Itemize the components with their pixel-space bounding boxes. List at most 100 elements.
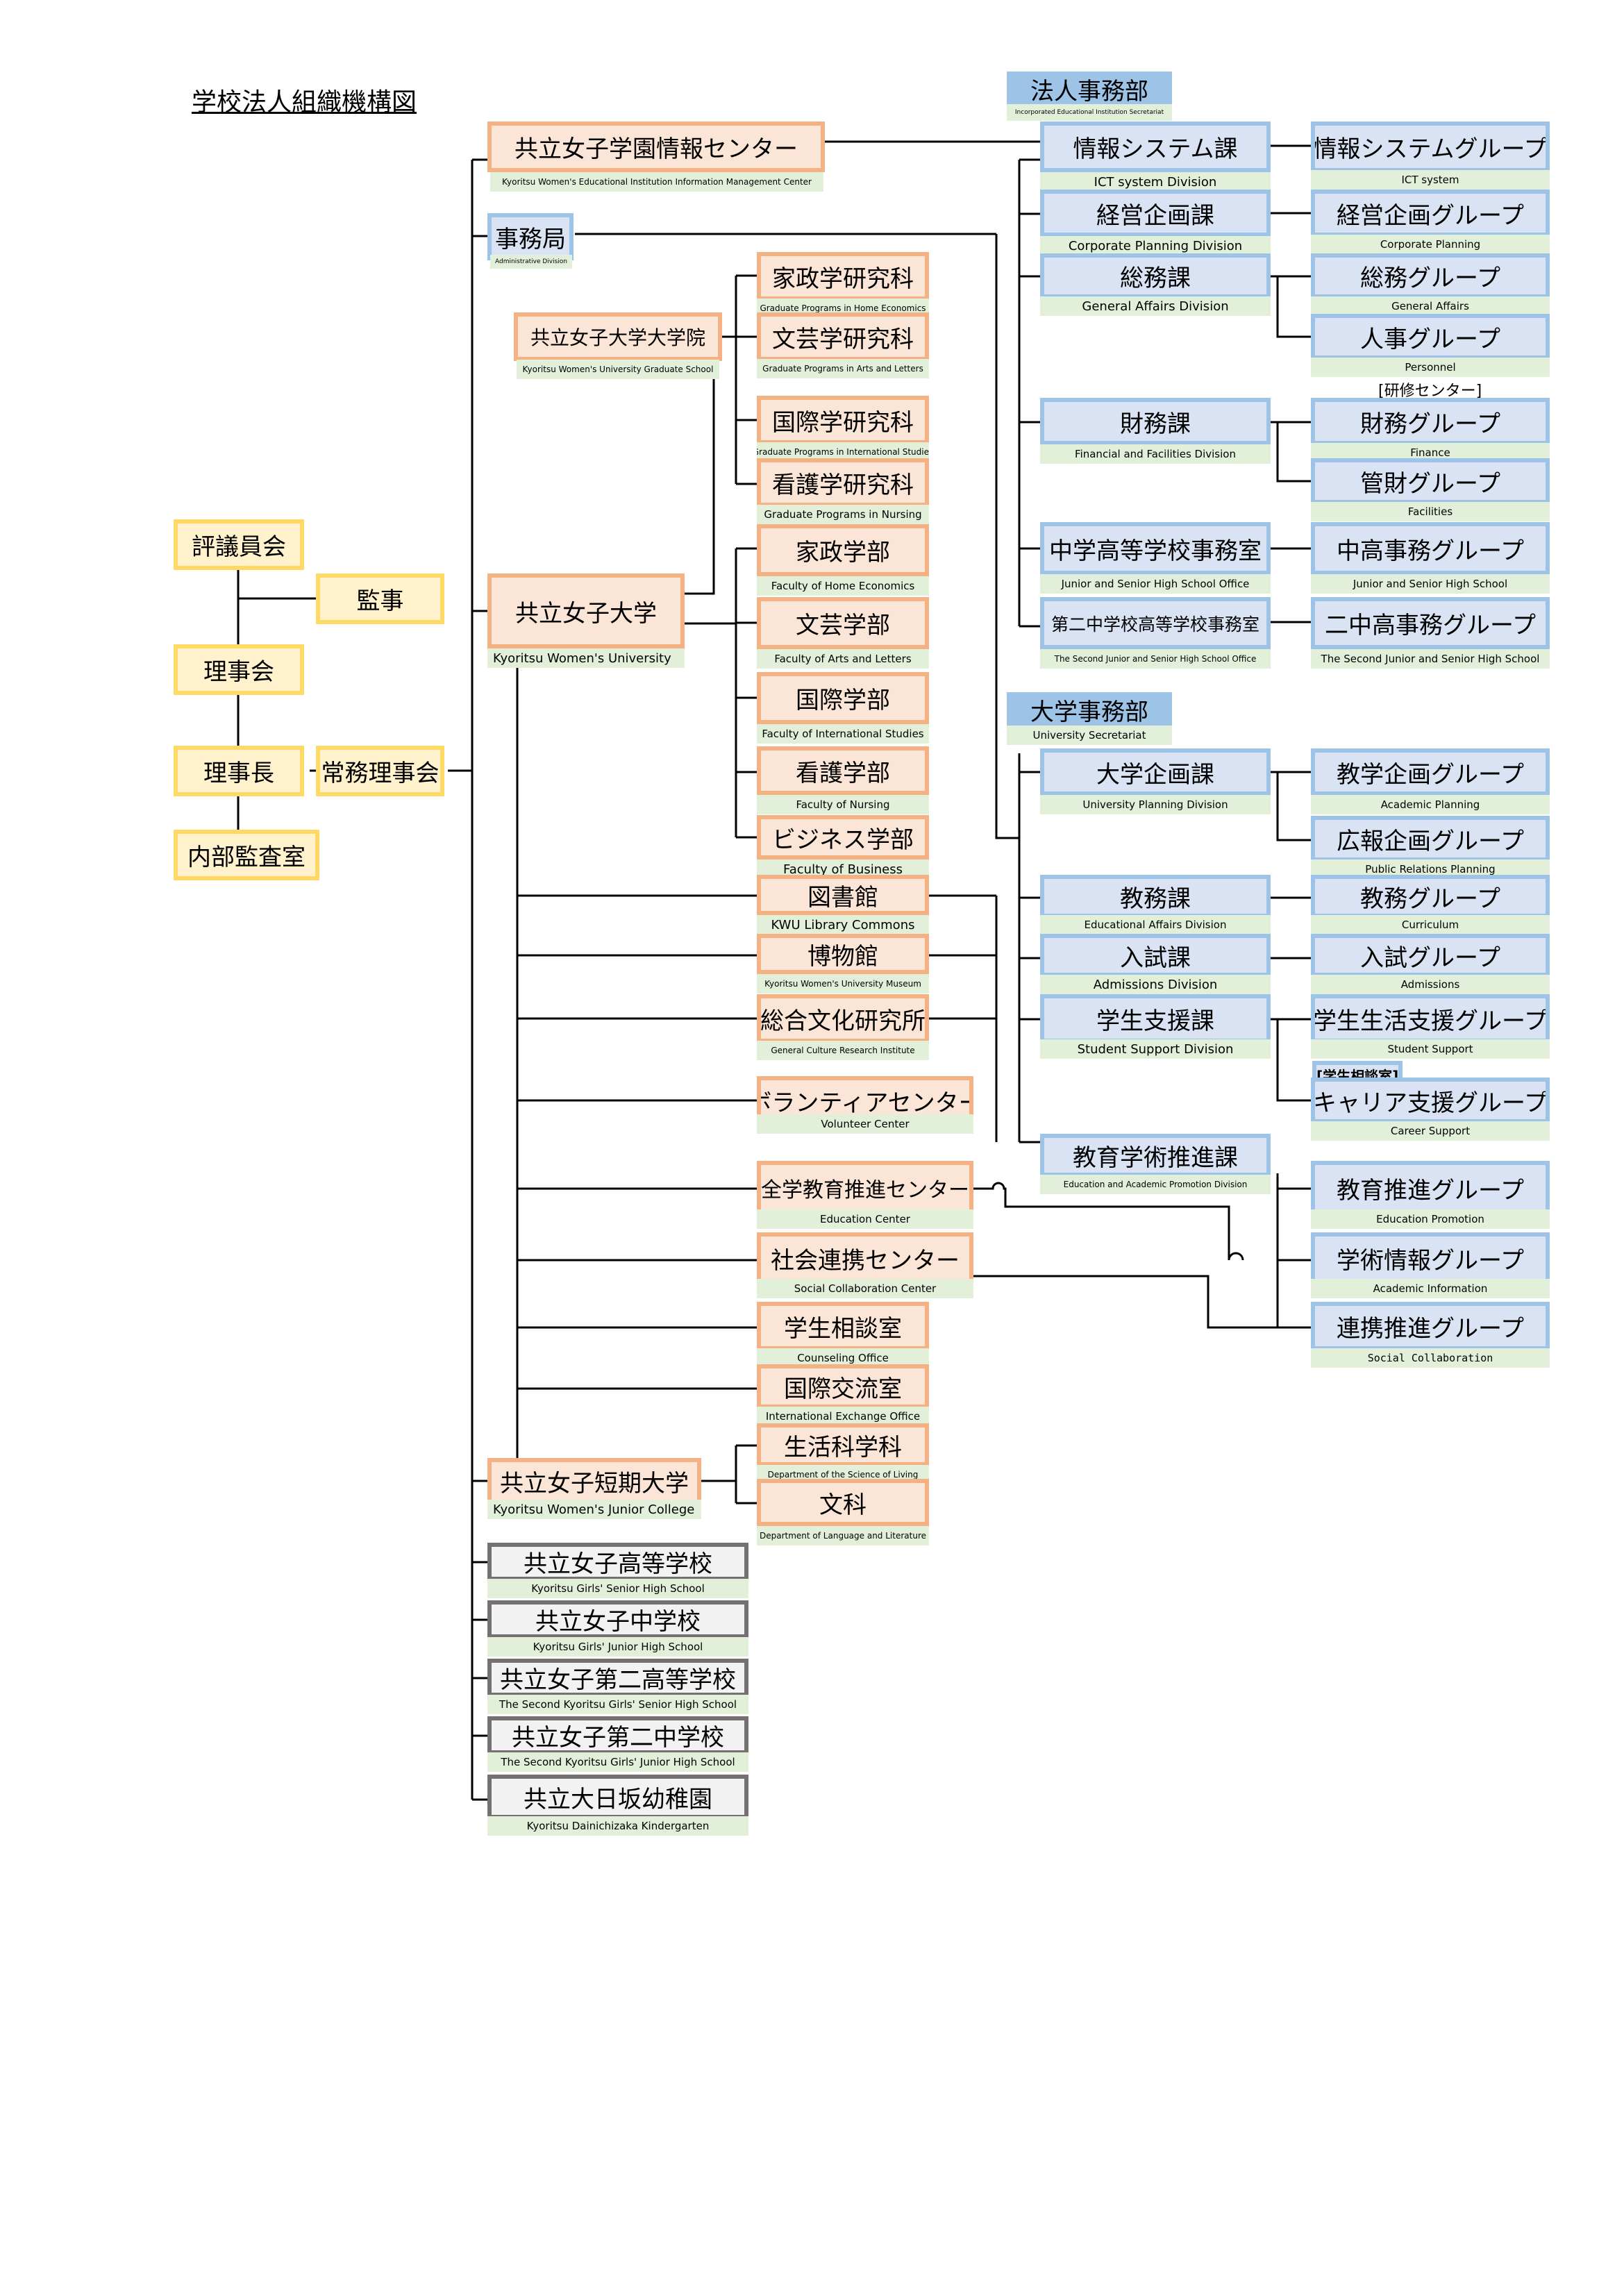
board-box: 理事会 [174, 644, 304, 695]
univ-division-student-support-caption: Student Support Division [1040, 1039, 1271, 1059]
connector-planning-spine [1276, 772, 1314, 841]
univ-division-admissions: 入試課 [1040, 934, 1271, 977]
connector-finance-spine [1276, 422, 1314, 483]
univ-division-planning-caption: University Planning Division [1040, 795, 1271, 814]
corp-division-finance: 財務課 [1040, 398, 1271, 445]
corp-group-facilities-caption: Facilities [1311, 502, 1550, 521]
univ-group-academic-planning: 教学企画グループ [1311, 748, 1550, 796]
faculty-1-caption: Faculty of Home Economics [757, 576, 929, 596]
univ-division-educational-affairs: 教務課 [1040, 875, 1271, 918]
connector-support-spine [1276, 1019, 1314, 1102]
facility-library-caption: KWU Library Commons [757, 915, 929, 935]
facility-culture-institute: 総合文化研究所 [757, 994, 929, 1043]
univ-division-student-support: 学生支援課 [1040, 994, 1271, 1043]
school-3-caption: The Second Kyoritsu Girls' Senior High S… [487, 1695, 748, 1714]
univ-group-academic-info: 学術情報グループ [1311, 1232, 1550, 1284]
corp-group-second-jshs: 二中高事務グループ [1311, 597, 1550, 649]
executive-board-box: 常務理事会 [316, 746, 444, 796]
admin-box: 事務局 [487, 213, 574, 260]
grad-program-2: 文芸学研究科 [757, 312, 929, 361]
connector-edu-spine [1276, 1173, 1314, 1329]
faculty-5: ビジネス学部 [757, 815, 929, 860]
facility-library: 図書館 [757, 875, 929, 915]
page-title: 学校法人組織機構図 [192, 88, 417, 117]
corp-division-general-affairs-caption: General Affairs Division [1040, 296, 1271, 316]
facility-international-exchange: 国際交流室 [757, 1364, 929, 1409]
univ-group-career-support: キャリア支援グループ [1311, 1078, 1550, 1123]
school-1: 共立女子高等学校 [487, 1543, 748, 1581]
university-secretariat-caption: University Secretariat [1007, 726, 1172, 745]
council-box: 評議員会 [174, 519, 304, 570]
corp-division-planning-caption: Corporate Planning Division [1040, 236, 1271, 255]
grad-program-2-caption: Graduate Programs in Arts and Letters [757, 359, 929, 378]
grad-school-box: 共立女子大学大学院 [514, 312, 722, 361]
univ-group-academic-info-caption: Academic Information [1311, 1279, 1550, 1298]
univ-group-student-life: 学生生活支援グループ [1311, 994, 1550, 1043]
connector-social-collab [973, 1275, 1314, 1329]
univ-group-academic-planning-caption: Academic Planning [1311, 795, 1550, 814]
school-2: 共立女子中学校 [487, 1600, 748, 1639]
corp-division-jshs-office: 中学高等学校事務室 [1040, 522, 1271, 575]
corp-group-jshs-caption: Junior and Senior High School [1311, 574, 1550, 594]
school-5: 共立大日坂幼稚園 [487, 1775, 748, 1819]
junior-college-box: 共立女子短期大学 [487, 1458, 701, 1504]
corp-division-jshs-office-caption: Junior and Senior High School Office [1040, 574, 1271, 594]
corp-group-general-affairs: 総務グループ [1311, 253, 1550, 299]
admin-caption: Administrative Division [490, 255, 572, 269]
jc-department-2-caption: Department of Language and Literature [757, 1526, 929, 1545]
faculty-3-caption: Faculty of International Studies [757, 724, 929, 744]
univ-group-admissions: 入試グループ [1311, 934, 1550, 977]
corp-division-general-affairs: 総務課 [1040, 253, 1271, 299]
univ-group-education-promotion: 教育推進グループ [1311, 1161, 1550, 1215]
univ-group-career-support-caption: Career Support [1311, 1121, 1550, 1141]
corp-group-jshs: 中高事務グループ [1311, 522, 1550, 575]
grad-program-3: 国際学研究科 [757, 396, 929, 444]
facility-culture-institute-caption: General Culture Research Institute [757, 1041, 929, 1060]
connector-edu-center-hop [973, 1182, 1244, 1261]
facility-counseling: 学生相談室 [757, 1302, 929, 1350]
school-3: 共立女子第二高等学校 [487, 1659, 748, 1697]
jc-department-2: 文科 [757, 1479, 929, 1526]
faculty-3: 国際学部 [757, 672, 929, 724]
info-center-box: 共立女子学園情報センター [487, 121, 825, 172]
connector-grad-school-out [685, 333, 715, 595]
corp-group-personnel-caption: Personnel [1311, 358, 1550, 377]
corp-group-personnel: 人事グループ [1311, 314, 1550, 360]
corp-division-ict-caption: ICT system Division [1040, 172, 1271, 192]
grad-program-4: 看護学研究科 [757, 458, 929, 507]
faculty-4: 看護学部 [757, 746, 929, 795]
school-2-caption: Kyoritsu Girls' Junior High School [487, 1637, 748, 1657]
corporate-secretariat-caption: Incorporated Educational Institution Sec… [1007, 104, 1172, 121]
corp-division-planning: 経営企画課 [1040, 190, 1271, 237]
univ-division-educational-affairs-caption: Educational Affairs Division [1040, 915, 1271, 935]
internal-audit-box: 内部監査室 [174, 830, 319, 880]
faculty-4-caption: Faculty of Nursing [757, 795, 929, 814]
school-4-caption: The Second Kyoritsu Girls' Junior High S… [487, 1752, 748, 1772]
chair-box: 理事長 [174, 746, 304, 796]
junior-college-caption: Kyoritsu Women's Junior College [487, 1500, 701, 1519]
corp-group-ict-caption: ICT system [1311, 170, 1550, 190]
facility-volunteer-center-caption: Volunteer Center [757, 1114, 973, 1134]
corp-group-planning: 経営企画グループ [1311, 190, 1550, 237]
univ-group-social-collab-caption: Social Collaboration [1311, 1348, 1550, 1368]
grad-program-1: 家政学研究科 [757, 252, 929, 301]
univ-group-admissions-caption: Admissions [1311, 975, 1550, 994]
faculty-2: 文芸学部 [757, 597, 929, 649]
school-5-caption: Kyoritsu Dainichizaka Kindergarten [487, 1816, 748, 1836]
corp-group-general-affairs-caption: General Affairs [1311, 296, 1550, 316]
corp-division-finance-caption: Financial and Facilities Division [1040, 444, 1271, 464]
school-1-caption: Kyoritsu Girls' Senior High School [487, 1579, 748, 1598]
univ-group-education-promotion-caption: Education Promotion [1311, 1209, 1550, 1229]
univ-group-pr-planning: 広報企画グループ [1311, 816, 1550, 862]
univ-division-admissions-caption: Admissions Division [1040, 975, 1271, 994]
university-secretariat-header: 大学事務部 [1007, 692, 1172, 727]
corporate-secretariat-header: 法人事務部 [1007, 72, 1172, 106]
university-box: 共立女子大学 [487, 573, 685, 648]
facility-education-center: 全学教育推進センター [757, 1161, 973, 1215]
corp-group-ict: 情報システムグループ [1311, 121, 1550, 172]
facility-social-collab-center: 社会連携センター [757, 1232, 973, 1284]
univ-division-planning: 大学企画課 [1040, 748, 1271, 796]
connector-ga-spine [1276, 276, 1314, 338]
grad-school-caption: Kyoritsu Women's University Graduate Sch… [517, 360, 719, 379]
